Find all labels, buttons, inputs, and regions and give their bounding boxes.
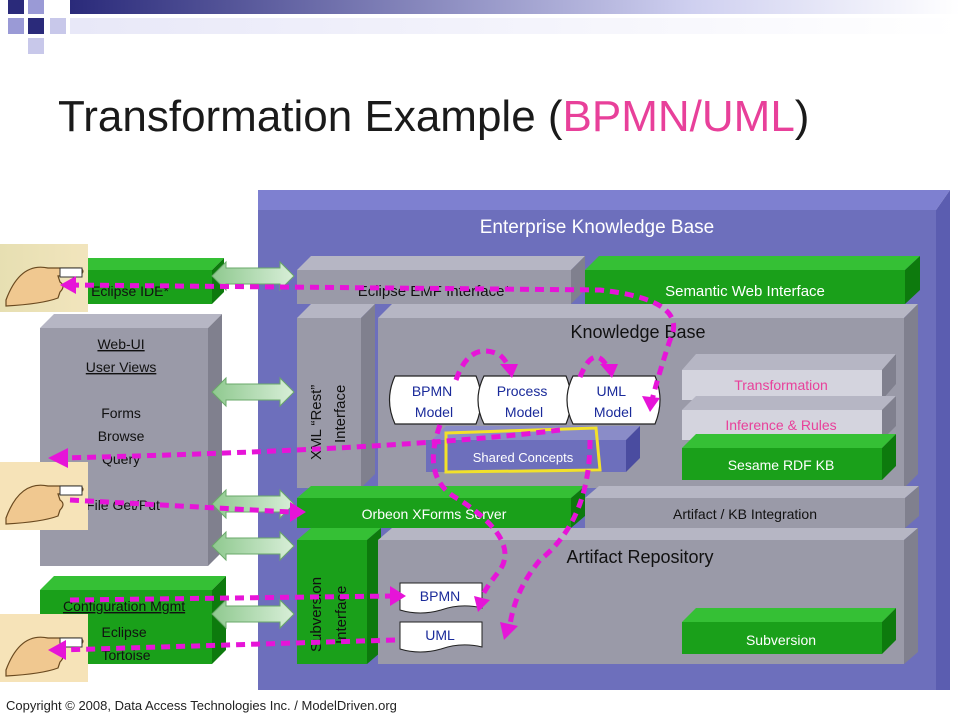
pointing-hand-icon — [0, 462, 88, 530]
sesame-box — [682, 434, 896, 480]
xml-rest-label-1: XML “Rest” — [308, 385, 325, 460]
model-drums — [388, 375, 661, 425]
subversion-label: Subversion — [746, 632, 816, 648]
xml-rest-box — [297, 304, 375, 488]
webui-box — [40, 314, 222, 566]
uml-doc-shape — [399, 621, 483, 653]
transformation-label: Transformation — [734, 377, 828, 393]
semantic-web-box — [585, 256, 920, 304]
semantic-web-label: Semantic Web Interface — [665, 283, 825, 300]
knowledge-base-label: Knowledge Base — [570, 322, 705, 342]
orbeon-label: Orbeon XForms Server — [362, 506, 507, 522]
title-highlight: BPMN/UML — [562, 92, 795, 141]
copyright-text: Copyright © 2008, Data Access Technologi… — [6, 698, 397, 713]
shared-concepts-box — [426, 426, 640, 474]
inference-rules-label: Inference & Rules — [725, 417, 836, 433]
subversion-box — [682, 608, 896, 654]
bpmn-model-label: BPMN Model — [412, 383, 456, 420]
slide-title: Transformation Example (BPMN/UML) — [58, 92, 810, 141]
eclipse-emf-label: Eclipse EMF Interface* — [358, 283, 511, 300]
sesame-label: Sesame RDF KB — [728, 457, 835, 473]
bpmn-doc-label: BPMN — [420, 588, 460, 604]
orbeon-box — [297, 486, 585, 528]
subversion-interface-label-2: Interface — [333, 586, 350, 644]
uml-model-label: UML Model — [594, 383, 632, 420]
artifact-repository-label: Artifact Repository — [566, 547, 713, 567]
process-model-label: Process Model — [497, 383, 551, 420]
artifact-kb-label: Artifact / KB Integration — [673, 506, 817, 522]
xml-rest-label-2: Interface — [332, 385, 349, 443]
enterprise-kb-label: Enterprise Knowledge Base — [480, 217, 714, 238]
transformation-box — [682, 354, 896, 400]
shared-concepts-label: Shared Concepts — [473, 450, 574, 465]
transformation-flow-lines — [59, 282, 677, 653]
uml-doc-label: UML — [425, 627, 455, 643]
flow-arrowheads — [48, 276, 660, 660]
connector-arrows — [211, 260, 295, 630]
artifact-kb-box — [585, 486, 919, 528]
